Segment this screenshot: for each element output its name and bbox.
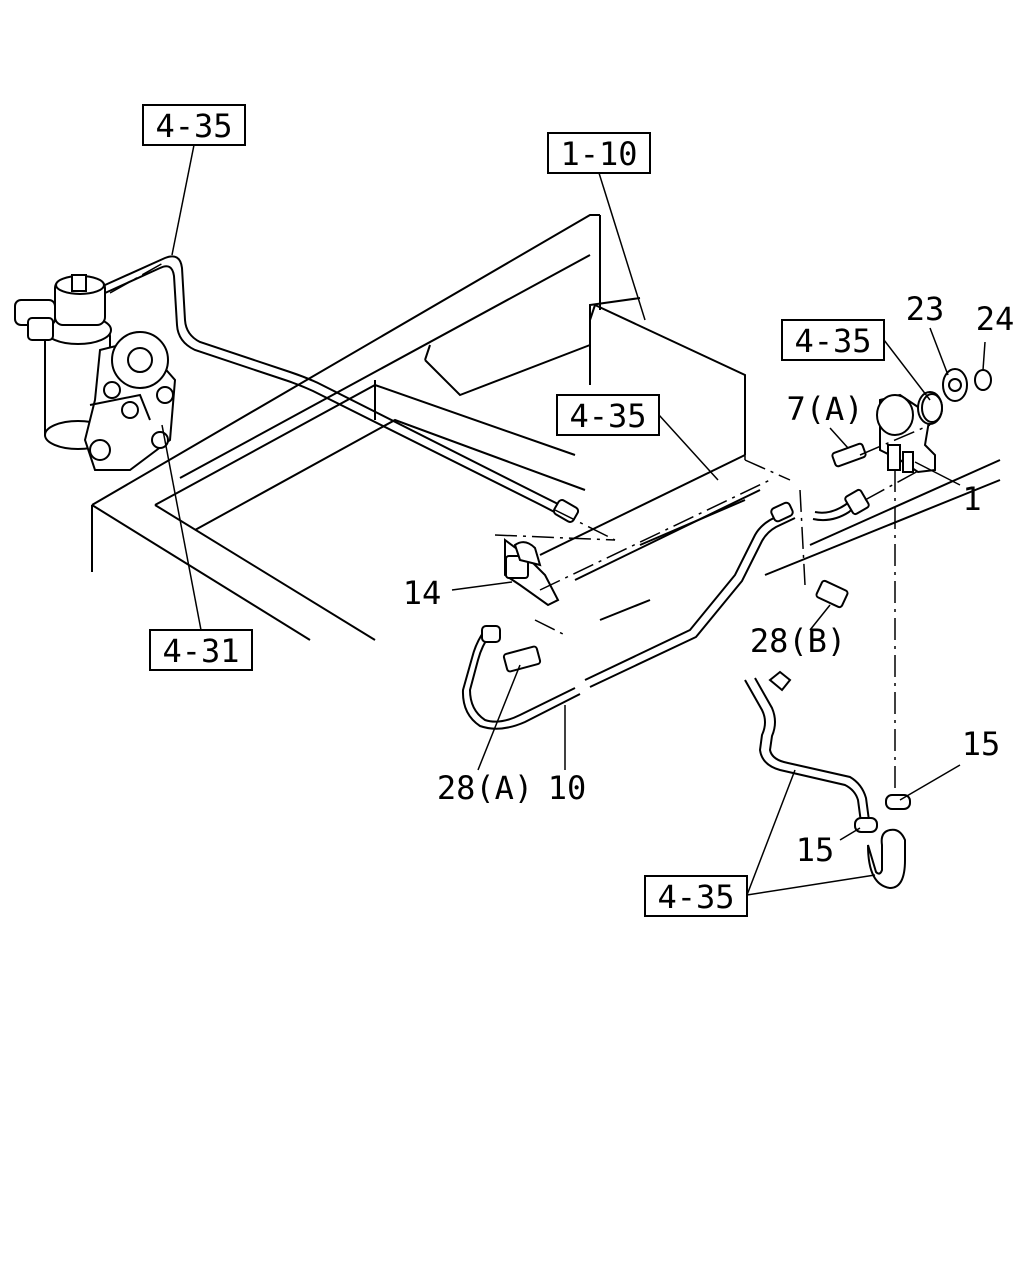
ref-box-top-left: 4-35	[142, 104, 246, 146]
hydraulic-pipe	[104, 255, 580, 523]
ref-label: 1-10	[560, 135, 637, 173]
bolt-7a	[831, 442, 867, 468]
callout-10: 10	[548, 769, 587, 807]
bracket-clamp	[504, 538, 560, 607]
bolt-28a	[502, 645, 542, 673]
bolt-28b	[815, 579, 849, 609]
callout-15-right: 15	[962, 725, 1001, 763]
gasket-and-nut	[921, 368, 992, 423]
lower-hose-assembly	[744, 670, 911, 890]
return-pipe	[461, 501, 796, 730]
callout-28a: 28(A)	[437, 769, 533, 807]
ref-label: 4-35	[657, 878, 734, 916]
tank-block	[589, 297, 641, 320]
ref-box-top-center: 1-10	[547, 132, 651, 174]
ref-label: 4-35	[569, 397, 646, 435]
callout-23: 23	[906, 290, 945, 328]
callout-15-left: 15	[796, 831, 835, 869]
leader-lines	[161, 144, 986, 896]
callout-7a: 7(A)	[786, 390, 863, 428]
ref-label: 4-35	[794, 322, 871, 360]
ref-box-right: 4-35	[781, 319, 885, 361]
callout-28b: 28(B)	[750, 622, 846, 660]
callout-1: 1	[962, 480, 981, 518]
ref-box-mid-center: 4-35	[556, 394, 660, 436]
ref-box-left-bottom: 4-31	[149, 629, 253, 671]
callout-labels: 23 24 7(A) 1 14 28(B) 28(A) 10 15 15	[403, 290, 1015, 869]
assembly-lines	[109, 261, 931, 790]
ref-label: 4-35	[155, 107, 232, 145]
callout-14: 14	[403, 574, 442, 612]
ref-box-bottom-right: 4-35	[644, 875, 748, 917]
steering-gear	[14, 274, 177, 471]
ref-label: 4-31	[162, 632, 239, 670]
callout-24: 24	[976, 300, 1015, 338]
